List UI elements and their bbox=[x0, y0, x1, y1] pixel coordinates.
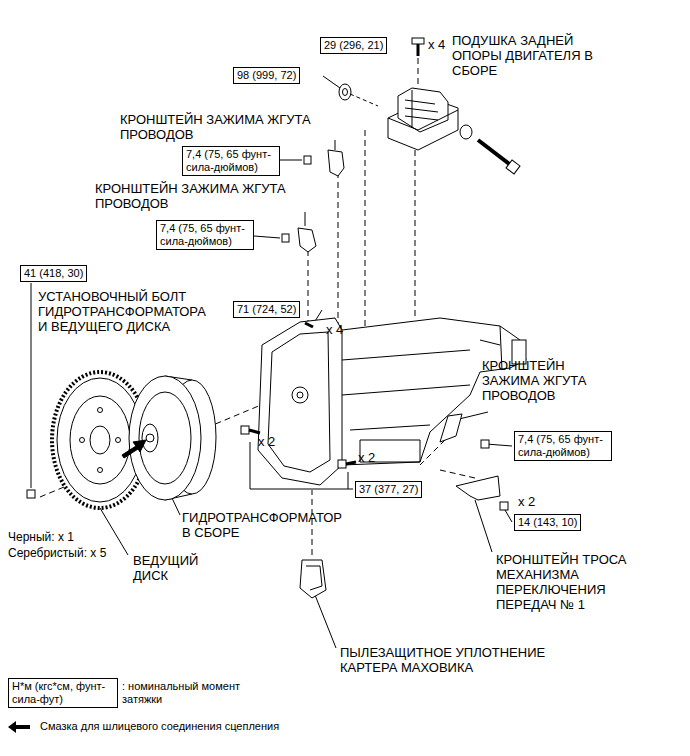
washer bbox=[339, 84, 351, 100]
part-label: ПЫЛЕЗАЩИТНОЕ УПЛОТНЕНИЕ КАРТЕРА МАХОВИКА bbox=[340, 645, 568, 675]
torque-value: 7,4 (75, 65 фунт-сила-дюймов) bbox=[518, 433, 608, 459]
quantity-label: x 2 bbox=[358, 450, 375, 465]
bolt bbox=[27, 323, 508, 510]
torque-value: 7,4 (75, 65 фунт-сила-дюймов) bbox=[160, 222, 250, 248]
torque-box: 29 (296, 21) bbox=[320, 37, 387, 54]
harness-bracket bbox=[282, 228, 316, 252]
quantity-label: x 4 bbox=[428, 37, 445, 52]
legend-text: : номинальный момент затяжки bbox=[122, 680, 240, 705]
torque-converter bbox=[129, 376, 216, 500]
torque-value: Н*м (кгс*см, фунт-сила-фут) bbox=[12, 680, 114, 706]
part-label: КРОНШТЕЙН ЗАЖИМА ЖГУТА ПРОВОДОВ bbox=[95, 181, 310, 211]
part-label: ПОДУШКА ЗАДНЕЙ ОПОРЫ ДВИГАТЕЛЯ В СБОРЕ bbox=[452, 33, 602, 78]
torque-box: 71 (724, 52) bbox=[233, 301, 300, 318]
torque-box: Н*м (кгс*см, фунт-сила-фут) bbox=[8, 678, 118, 708]
quantity-label: Черный: x 1 bbox=[8, 530, 74, 545]
part-label: КРОНШТЕЙН ЗАЖИМА ЖГУТА ПРОВОДОВ bbox=[120, 112, 335, 142]
legend-text: Смазка для шлицевого соединения сцеплени… bbox=[40, 720, 279, 732]
quantity-label: Серебристый: x 5 bbox=[8, 546, 106, 561]
torque-box: 98 (999, 72) bbox=[233, 67, 300, 84]
torque-box: 41 (418, 30) bbox=[20, 265, 87, 282]
torque-box: 7,4 (75, 65 фунт-сила-дюймов) bbox=[182, 146, 280, 176]
torque-value: 7,4 (75, 65 фунт-сила-дюймов) bbox=[186, 148, 276, 174]
harness-bracket bbox=[304, 150, 344, 176]
quantity-label: x 2 bbox=[518, 494, 535, 509]
part-label: КРОНШТЕЙН ЗАЖИМА ЖГУТА ПРОВОДОВ bbox=[482, 358, 604, 403]
torque-value: 41 (418, 30) bbox=[24, 267, 83, 280]
legend-arrow bbox=[8, 721, 30, 733]
leader-lines bbox=[31, 76, 512, 648]
cable-bracket bbox=[456, 476, 500, 500]
bolt bbox=[412, 38, 424, 56]
legend-entry: : номинальный момент затяжки bbox=[122, 680, 240, 706]
engine-mount bbox=[388, 88, 458, 150]
torque-value: 98 (999, 72) bbox=[237, 69, 296, 82]
long-bolt bbox=[478, 140, 520, 174]
torque-box: 14 (143, 10) bbox=[514, 514, 581, 531]
torque-value: 29 (296, 21) bbox=[324, 39, 383, 52]
torque-box: 7,4 (75, 65 фунт-сила-дюймов) bbox=[156, 220, 254, 250]
quantity-label: x 4 bbox=[326, 322, 343, 337]
part-label: УСТАНОВОЧНЫЙ БОЛТ ГИДРОТРАНСФОРМАТОРА И … bbox=[38, 289, 218, 334]
washer bbox=[343, 89, 348, 96]
torque-value: 37 (377, 27) bbox=[359, 483, 418, 496]
part-label: ГИДРОТРАНСФОРМАТОР В СБОРЕ bbox=[182, 510, 352, 540]
harness-bracket bbox=[440, 414, 462, 442]
torque-box: 37 (377, 27) bbox=[355, 481, 422, 498]
dust-seal bbox=[300, 560, 326, 598]
part-label: ВЕДУЩИЙ ДИСК bbox=[133, 553, 211, 583]
quantity-label: x 2 bbox=[258, 434, 275, 449]
dust-seal bbox=[306, 566, 322, 590]
part-label: КРОНШТЕЙН ТРОСА МЕХАНИЗМА ПЕРЕКЛЮЧЕНИЯ П… bbox=[496, 552, 634, 612]
torque-box: 7,4 (75, 65 фунт-сила-дюймов) bbox=[514, 431, 612, 461]
lubrication-arrow bbox=[122, 440, 146, 458]
torque-value: 71 (724, 52) bbox=[237, 303, 296, 316]
washer bbox=[460, 125, 472, 139]
legend-entry: Смазка для шлицевого соединения сцеплени… bbox=[40, 720, 440, 733]
torque-value: 14 (143, 10) bbox=[518, 516, 577, 529]
assembly-lines bbox=[350, 94, 378, 106]
